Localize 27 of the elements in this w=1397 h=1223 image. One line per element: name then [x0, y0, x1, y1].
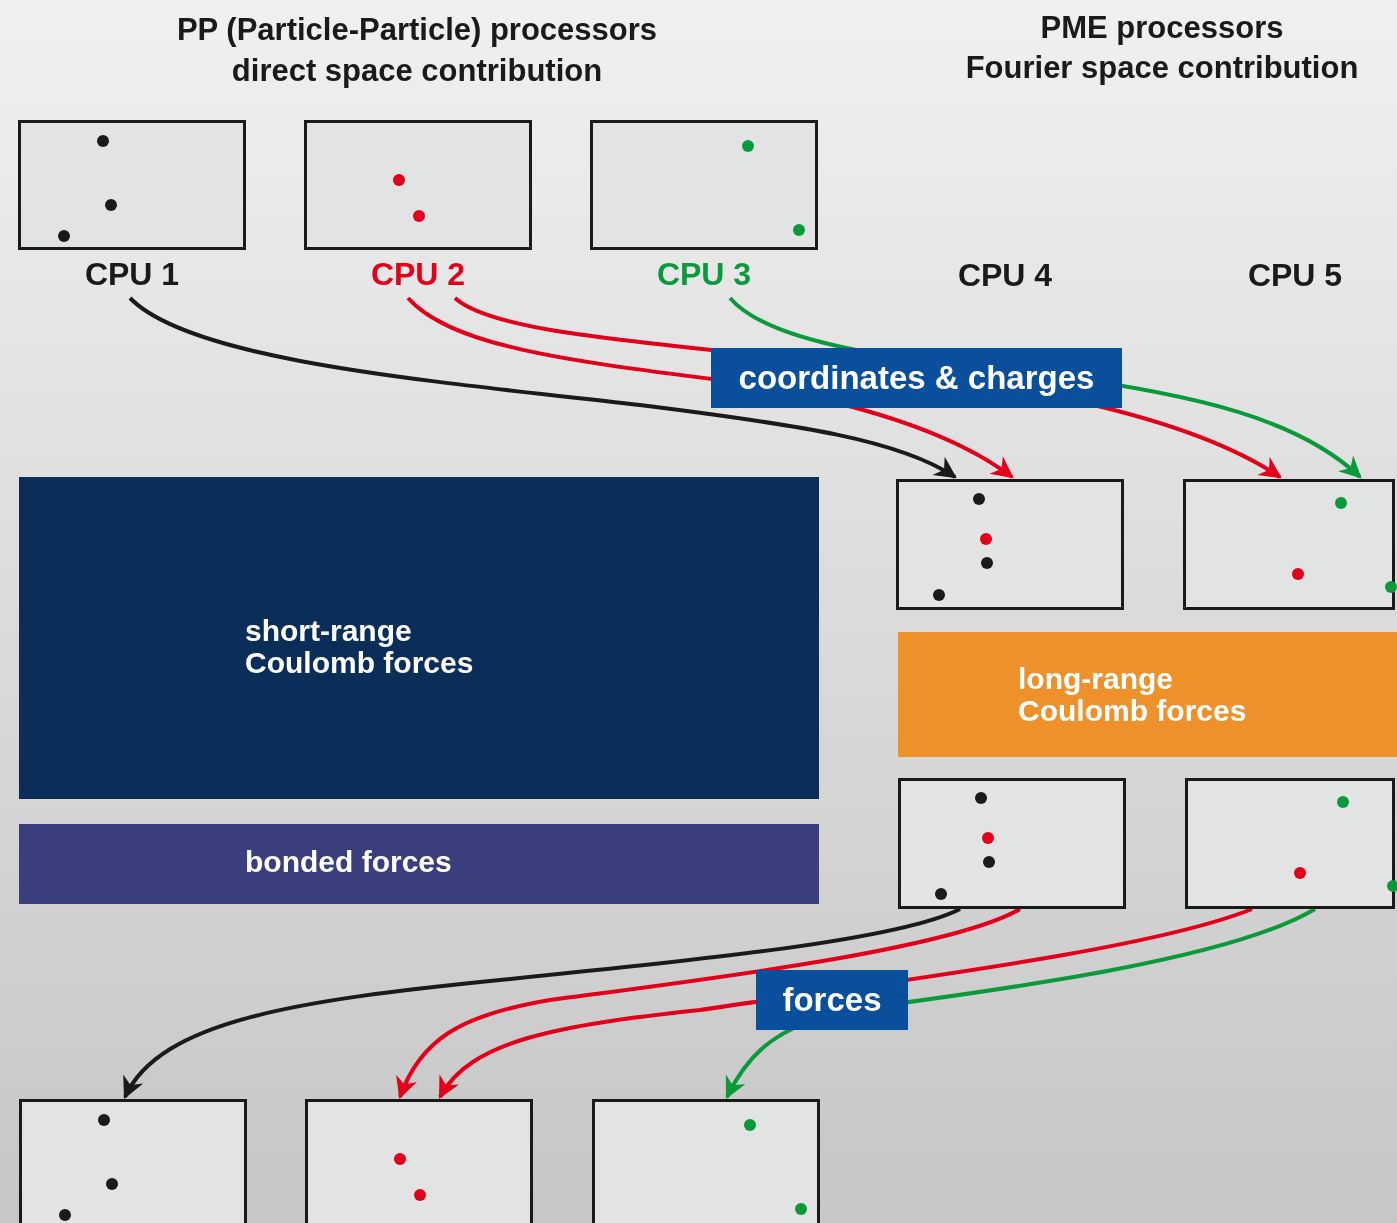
cpu-label: CPU 1 — [83, 256, 181, 292]
arrow — [128, 296, 957, 479]
column-heading: PP (Particle-Particle) processors — [175, 11, 659, 49]
transfer-label: coordinates & charges — [711, 348, 1122, 408]
column-heading: direct space contribution — [230, 52, 604, 90]
processor-panel — [896, 479, 1124, 610]
cpu-label: CPU 3 — [655, 256, 753, 292]
arrow — [397, 907, 1021, 1100]
processor-panel — [1183, 479, 1395, 610]
transfer-label: forces — [756, 970, 908, 1030]
block-label: short-range Coulomb forces — [245, 615, 475, 679]
column-heading: PME processors — [1039, 9, 1285, 47]
force-block — [19, 477, 819, 799]
column-heading: Fourier space contribution — [964, 49, 1360, 87]
cpu-label: CPU 5 — [1246, 257, 1344, 293]
block-label: bonded forces — [245, 846, 453, 878]
processor-panel — [305, 1099, 533, 1223]
block-label: long-range Coulomb forces — [1018, 663, 1248, 727]
processor-panel — [1185, 778, 1395, 909]
cpu-label: CPU 4 — [956, 257, 1054, 293]
processor-panel — [19, 1099, 247, 1223]
arrow — [123, 907, 961, 1099]
force-block — [19, 824, 819, 904]
force-block — [898, 632, 1397, 757]
cpu-label: CPU 2 — [369, 256, 467, 292]
processor-panel — [898, 778, 1126, 909]
processor-panel — [592, 1099, 820, 1223]
